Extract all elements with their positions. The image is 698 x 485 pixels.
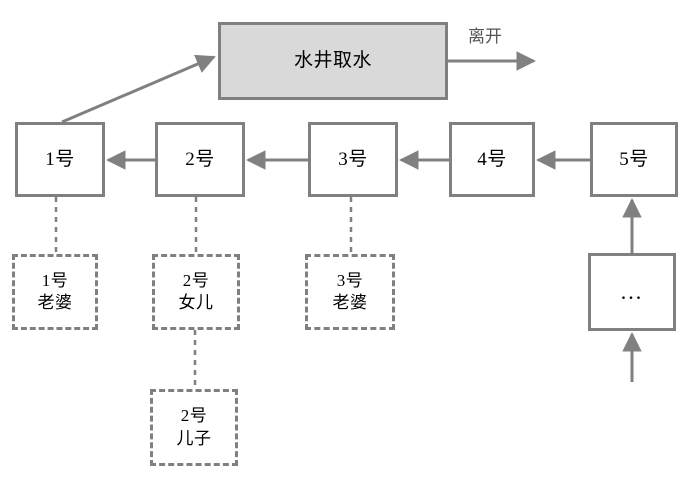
node-queue-4[interactable]: 4号	[449, 122, 535, 197]
node-queue-1-label: 1号	[45, 148, 75, 170]
node-wife-3-label: 3号 老婆	[333, 270, 368, 315]
node-wife-1-line2: 老婆	[37, 293, 73, 312]
node-queue-5-label: 5号	[619, 148, 649, 170]
node-son-2-label: 2号 儿子	[177, 405, 212, 450]
edge-q1-to-well	[61, 54, 216, 124]
node-queue-4-label: 4号	[477, 148, 507, 170]
node-son-2-line1: 2号	[180, 406, 208, 426]
node-queue-2-label: 2号	[185, 148, 215, 170]
node-queue-5[interactable]: 5号	[590, 122, 678, 197]
node-wife-1-line1: 1号	[41, 270, 69, 290]
node-well[interactable]: 水井取水	[218, 22, 448, 100]
node-queue-3[interactable]: 3号	[308, 122, 398, 197]
node-more[interactable]: ...	[588, 253, 676, 331]
node-more-label: ...	[620, 279, 644, 305]
node-wife-1-label: 1号 老婆	[38, 270, 73, 315]
node-daughter-2-line1: 2号	[182, 270, 210, 290]
node-wife-1[interactable]: 1号 老婆	[12, 254, 98, 330]
node-daughter-2-label: 2号 女儿	[179, 270, 214, 315]
node-queue-2[interactable]: 2号	[155, 122, 245, 197]
node-well-label: 水井取水	[293, 50, 372, 72]
node-daughter-2-line2: 女儿	[178, 293, 214, 312]
node-wife-3[interactable]: 3号 老婆	[305, 254, 395, 330]
node-wife-3-line2: 老婆	[332, 293, 368, 312]
node-queue-3-label: 3号	[338, 148, 368, 170]
edge-label-leave: 离开	[468, 27, 502, 46]
node-wife-3-line1: 3号	[336, 270, 364, 290]
node-son-2-line2: 儿子	[176, 428, 212, 448]
node-queue-1[interactable]: 1号	[15, 122, 105, 197]
node-daughter-2[interactable]: 2号 女儿	[152, 254, 240, 330]
node-son-2[interactable]: 2号 儿子	[150, 389, 238, 466]
